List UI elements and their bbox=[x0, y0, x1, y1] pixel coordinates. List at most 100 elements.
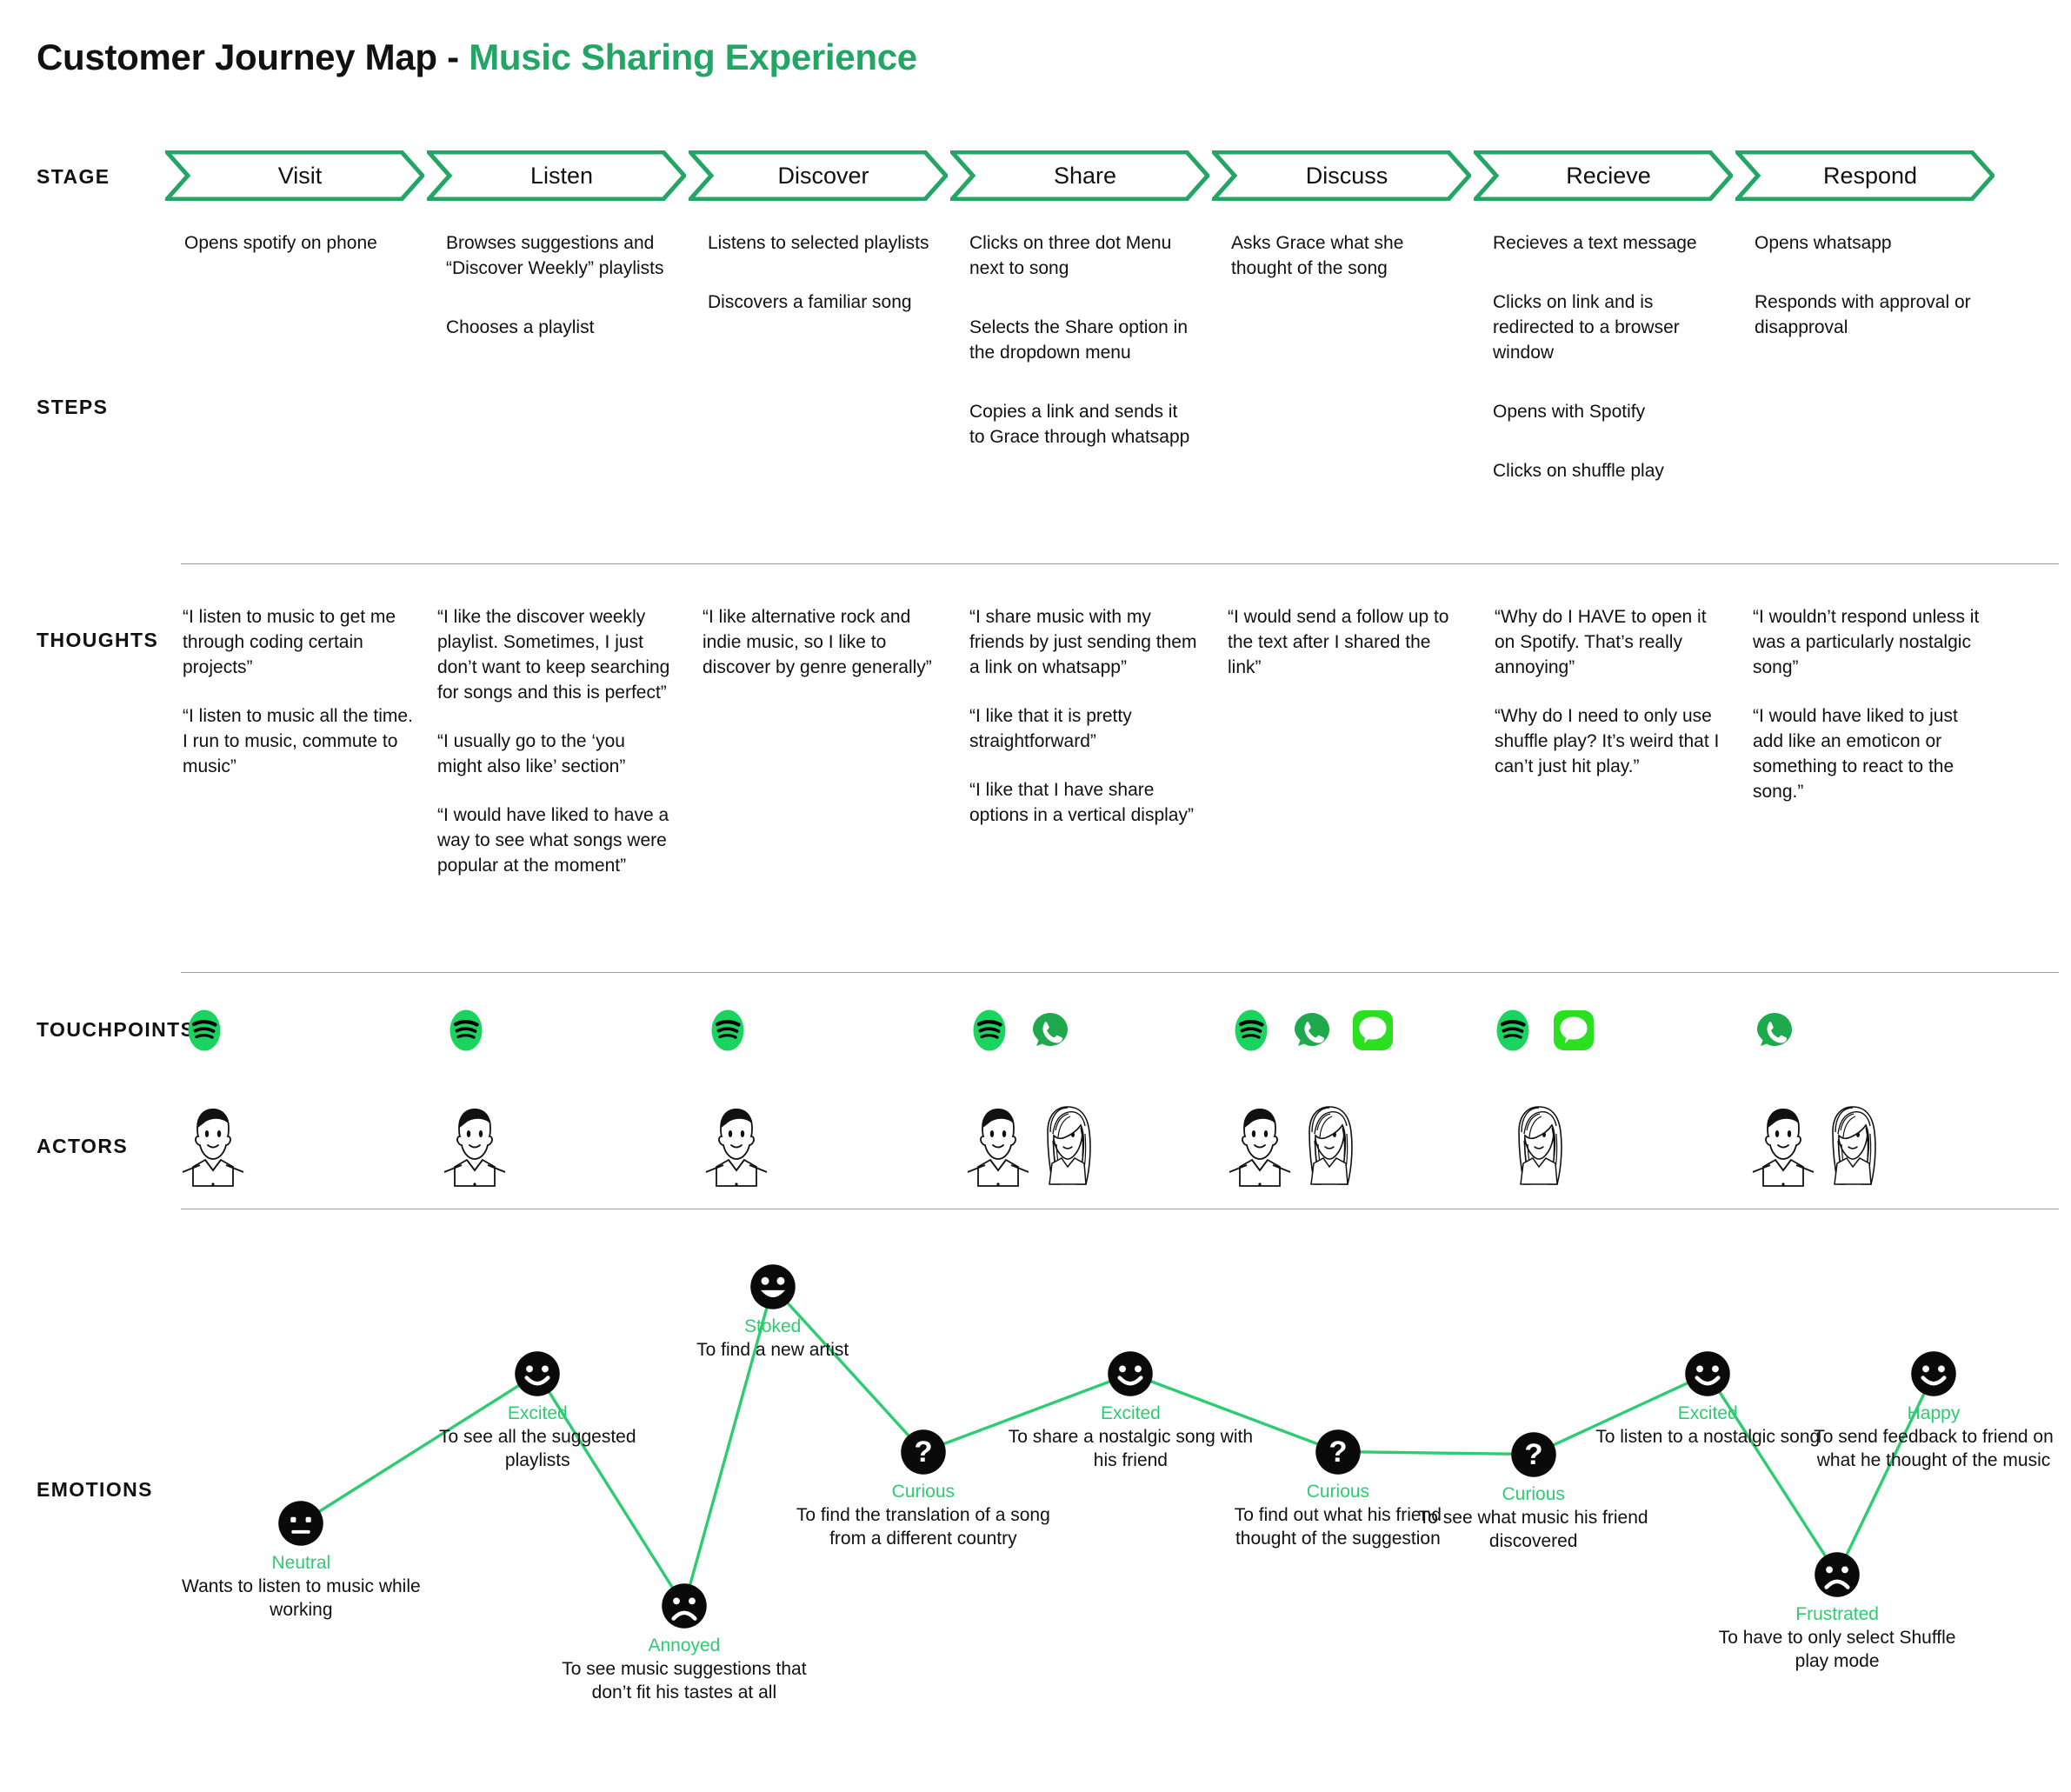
spotify-icon bbox=[968, 1009, 1011, 1052]
thought-quote: “Why do I need to only use shuffle play?… bbox=[1495, 706, 1720, 776]
row-label-steps: STEPS bbox=[37, 396, 109, 418]
page-title-accent: Music Sharing Experience bbox=[469, 37, 917, 77]
male-actor bbox=[704, 1099, 769, 1189]
thought-quote: “Why do I HAVE to open it on Spotify. Th… bbox=[1495, 607, 1707, 677]
divider-thoughts-touchpoints bbox=[181, 972, 2059, 973]
steps-list: Asks Grace what she thought of the song bbox=[1231, 230, 1459, 315]
actors-group bbox=[966, 1094, 1100, 1189]
thought-quote: “I usually go to the ‘you might also lik… bbox=[437, 731, 626, 776]
actors-group bbox=[1228, 1094, 1362, 1189]
stage-chevron-label: Listen bbox=[529, 162, 594, 189]
thought-quote: “I listen to music to get me through cod… bbox=[183, 607, 396, 677]
spotify-icon bbox=[706, 1009, 749, 1052]
actors-group bbox=[704, 1094, 769, 1189]
thought-quote: “I like the discover weekly playlist. So… bbox=[437, 607, 670, 703]
thoughts-list: “I listen to music to get me through cod… bbox=[183, 604, 416, 803]
stage-chevron-label: Visit bbox=[277, 162, 323, 189]
row-label-thoughts: THOUGHTS bbox=[37, 629, 159, 651]
step-item: Responds with approval or disapproval bbox=[1755, 292, 1971, 337]
male-actor bbox=[181, 1099, 245, 1189]
female-actor bbox=[1036, 1099, 1100, 1189]
thought-quote: “I like alternative rock and indie music… bbox=[703, 607, 932, 677]
stage-chevron-recieve[interactable]: Recieve bbox=[1474, 150, 1733, 201]
step-item: Opens with Spotify bbox=[1493, 402, 1646, 422]
thought-quote: “I wouldn’t respond unless it was a part… bbox=[1753, 607, 1980, 677]
thoughts-list: “I like the discover weekly playlist. So… bbox=[437, 604, 670, 902]
step-item: Discovers a familiar song bbox=[708, 292, 912, 312]
row-label-stage: STAGE bbox=[37, 165, 110, 188]
imessage-icon bbox=[1552, 1009, 1595, 1052]
stage-chevron-discover[interactable]: Discover bbox=[689, 150, 948, 201]
thought-quote: “I would send a follow up to the text af… bbox=[1228, 607, 1449, 677]
thought-quote: “I would have liked to have a way to see… bbox=[437, 805, 669, 876]
divider-steps-thoughts bbox=[181, 563, 2059, 564]
stage-chevron-respond[interactable]: Respond bbox=[1735, 150, 1994, 201]
page-title-main: Customer Journey Map - bbox=[37, 37, 469, 77]
spotify-icon bbox=[444, 1009, 488, 1052]
row-label-touchpoints: TOUCHPOINTS bbox=[37, 1018, 196, 1041]
thoughts-list: “I like alternative rock and indie music… bbox=[703, 604, 936, 703]
stage-chevron-label: Discover bbox=[777, 162, 869, 189]
spotify-icon bbox=[183, 1009, 226, 1052]
whatsapp-icon bbox=[1290, 1009, 1334, 1052]
male-actor bbox=[443, 1099, 507, 1189]
step-item: Chooses a playlist bbox=[446, 317, 595, 337]
page-title: Customer Journey Map - Music Sharing Exp… bbox=[37, 37, 917, 78]
thoughts-list: “I would send a follow up to the text af… bbox=[1228, 604, 1461, 703]
thought-quote: “I like that it is pretty straightforwar… bbox=[969, 706, 1132, 751]
stage-chevron-label: Respond bbox=[1822, 162, 1918, 189]
stage-chevron-share[interactable]: Share bbox=[950, 150, 1209, 201]
stage-chevron-label: Discuss bbox=[1305, 162, 1388, 189]
actors-group bbox=[1751, 1094, 1885, 1189]
touchpoints-group bbox=[1753, 1004, 1796, 1056]
actors-group bbox=[181, 1094, 245, 1189]
step-item: Listens to selected playlists bbox=[708, 233, 929, 253]
thoughts-list: “Why do I HAVE to open it on Spotify. Th… bbox=[1495, 604, 1728, 803]
row-label-emotions: EMOTIONS bbox=[37, 1478, 153, 1501]
row-label-actors: ACTORS bbox=[37, 1135, 129, 1157]
female-actor bbox=[1297, 1099, 1362, 1189]
thought-quote: “I would have liked to just add like an … bbox=[1753, 706, 1958, 802]
imessage-icon bbox=[1351, 1009, 1395, 1052]
actors-group bbox=[1507, 1094, 1571, 1189]
female-actor bbox=[1821, 1099, 1885, 1189]
step-item: Clicks on link and is redirected to a br… bbox=[1493, 292, 1680, 363]
thought-quote: “I listen to music all the time. I run t… bbox=[183, 706, 413, 776]
whatsapp-icon bbox=[1029, 1009, 1072, 1052]
step-item: Asks Grace what she thought of the song bbox=[1231, 233, 1404, 278]
touchpoints-group bbox=[444, 1004, 488, 1056]
touchpoints-group bbox=[968, 1004, 1072, 1056]
thoughts-list: “I share music with my friends by just s… bbox=[969, 604, 1202, 851]
touchpoints-group bbox=[1229, 1004, 1395, 1056]
step-item: Browses suggestions and “Discover Weekly… bbox=[446, 233, 664, 278]
stage-chevron-label: Share bbox=[1053, 162, 1117, 189]
male-actor bbox=[1751, 1099, 1815, 1189]
stage-chevron-visit[interactable]: Visit bbox=[165, 150, 424, 201]
touchpoints-group bbox=[183, 1004, 226, 1056]
whatsapp-icon bbox=[1753, 1009, 1796, 1052]
thought-quote: “I like that I have share options in a v… bbox=[969, 780, 1194, 825]
touchpoints-group bbox=[1491, 1004, 1595, 1056]
touchpoints-group bbox=[706, 1004, 749, 1056]
step-item: Clicks on shuffle play bbox=[1493, 461, 1664, 481]
steps-list: Opens spotify on phone bbox=[184, 230, 412, 290]
spotify-icon bbox=[1229, 1009, 1273, 1052]
stage-chevron-listen[interactable]: Listen bbox=[427, 150, 686, 201]
thought-quote: “I share music with my friends by just s… bbox=[969, 607, 1197, 677]
step-item: Opens whatsapp bbox=[1755, 233, 1892, 253]
stage-chevron-label: Recieve bbox=[1566, 162, 1651, 189]
step-item: Opens spotify on phone bbox=[184, 233, 377, 253]
thoughts-list: “I wouldn’t respond unless it was a part… bbox=[1753, 604, 1986, 828]
stage-chevron-discuss[interactable]: Discuss bbox=[1212, 150, 1471, 201]
